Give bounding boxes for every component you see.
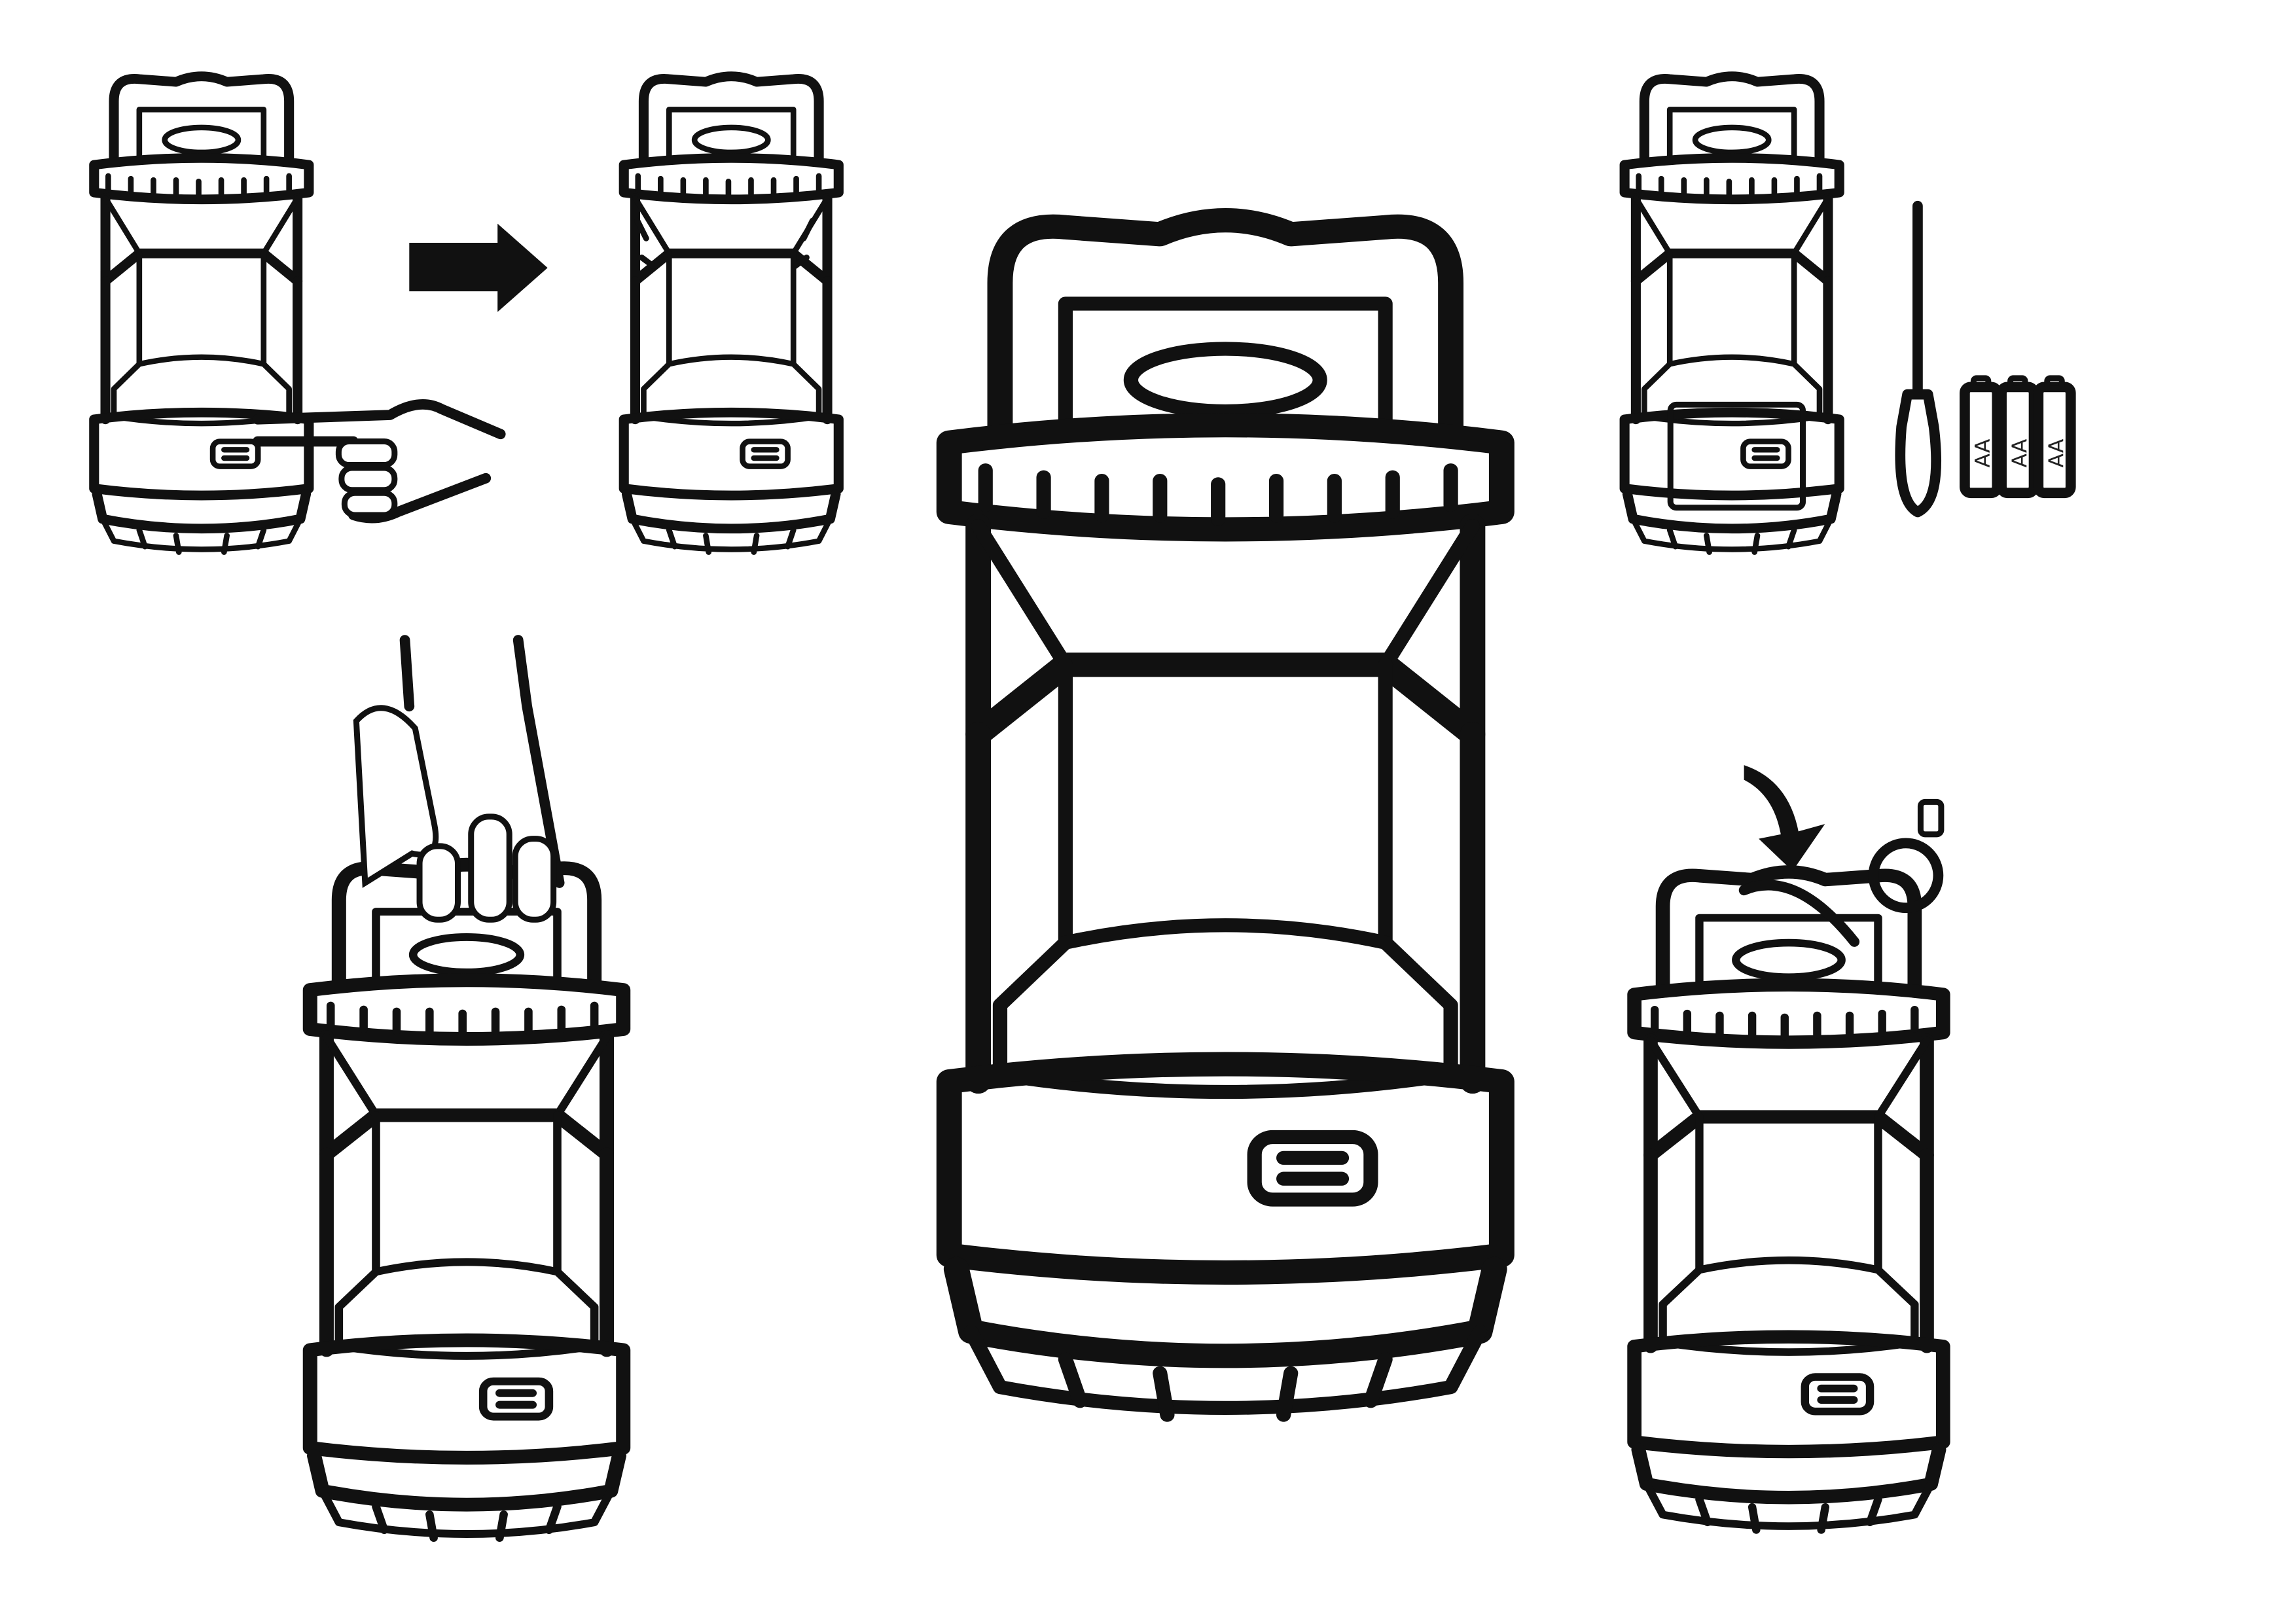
lantern-large xyxy=(949,221,1501,1415)
battery-label: AA xyxy=(2008,438,2032,467)
battery-1: AA xyxy=(1959,375,2003,499)
battery-label: AA xyxy=(2045,438,2069,467)
battery-3: AA xyxy=(2033,375,2076,499)
screwdriver-icon xyxy=(1895,200,1941,518)
light-rays xyxy=(634,217,816,270)
lantern-on xyxy=(624,77,838,552)
battery-2: AA xyxy=(1996,375,2039,499)
arrow-right-icon xyxy=(409,223,548,312)
battery-label: AA xyxy=(1971,438,1995,467)
aa-batteries: AA AA AA xyxy=(1959,375,2076,499)
lantern-off xyxy=(94,77,309,552)
arrow-curved-down-icon xyxy=(1744,765,1825,872)
lantern-carried xyxy=(310,865,623,1538)
carrying-hand xyxy=(353,635,565,923)
lantern-with-hook xyxy=(1634,872,1943,1529)
lantern-battery-cover xyxy=(1624,77,1839,552)
hanging-hook xyxy=(1738,798,1945,947)
battery-cover-panel xyxy=(1667,401,1806,511)
pointing-hand xyxy=(252,399,506,524)
